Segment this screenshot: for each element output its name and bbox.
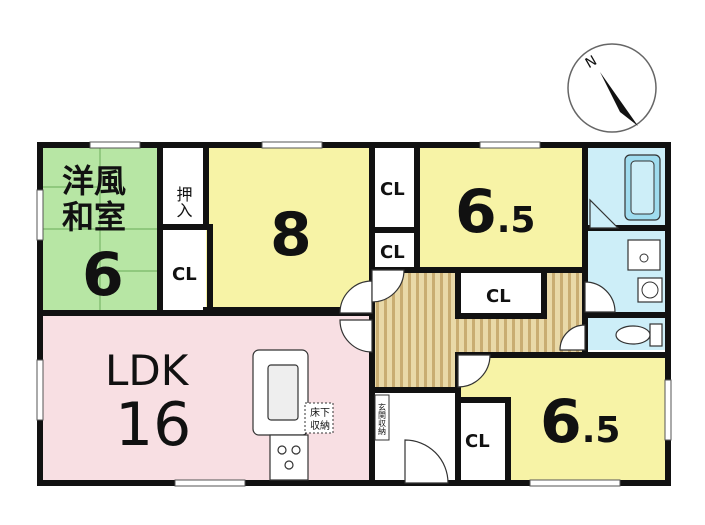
washitsu-label-line2: 和室	[62, 198, 126, 236]
hall-closet-floor	[458, 272, 544, 316]
western65a-size-decimal: .5	[497, 200, 536, 241]
closet-label-washitsu: CL	[172, 264, 197, 285]
ldk-floor	[40, 313, 372, 483]
underfloor-storage-box	[304, 402, 334, 434]
entrance-storage-box	[374, 394, 390, 441]
door-swings	[339, 198, 620, 484]
western65b-size-int: 6	[540, 387, 582, 457]
washitsu-label-line1: 洋風	[62, 162, 126, 200]
closet-label-hall: CL	[486, 286, 511, 307]
western65b-size: 6.5	[540, 387, 620, 457]
washitsu-closet-floor	[160, 227, 210, 313]
western65a-size-int: 6	[455, 177, 497, 247]
western65a-floor	[417, 145, 585, 270]
closet-b-floor	[372, 230, 417, 270]
western65a-size: 6.5	[455, 177, 535, 247]
tatami-lines	[40, 145, 160, 313]
western8-floor	[206, 145, 372, 310]
closet-label-b: CL	[380, 242, 405, 263]
western8-size: 8	[270, 200, 312, 270]
kitchen-counter	[252, 349, 309, 481]
entrance-storage-label: 玄関収納	[378, 402, 387, 436]
closet-a-floor	[372, 145, 417, 230]
washitsu-size: 6	[82, 240, 124, 310]
compass: N	[567, 43, 657, 133]
compass-needle-icon	[600, 72, 638, 126]
washbasin	[627, 239, 663, 303]
underfloor-storage-label-2: 収納	[310, 419, 330, 432]
ldk-name: LDK	[105, 346, 190, 395]
closet-c-floor	[458, 400, 508, 483]
closet-label-c: CL	[465, 431, 490, 452]
oshiire-floor	[160, 145, 206, 227]
toilet	[615, 323, 663, 347]
ldk-size: 16	[115, 390, 191, 460]
western65b-size-decimal: .5	[582, 410, 621, 451]
oshiire-label: 押入	[174, 186, 193, 218]
underfloor-storage-label-1: 床下	[310, 406, 330, 419]
closet-label-a: CL	[380, 179, 405, 200]
bathtub	[624, 154, 661, 221]
windows	[36, 141, 672, 487]
